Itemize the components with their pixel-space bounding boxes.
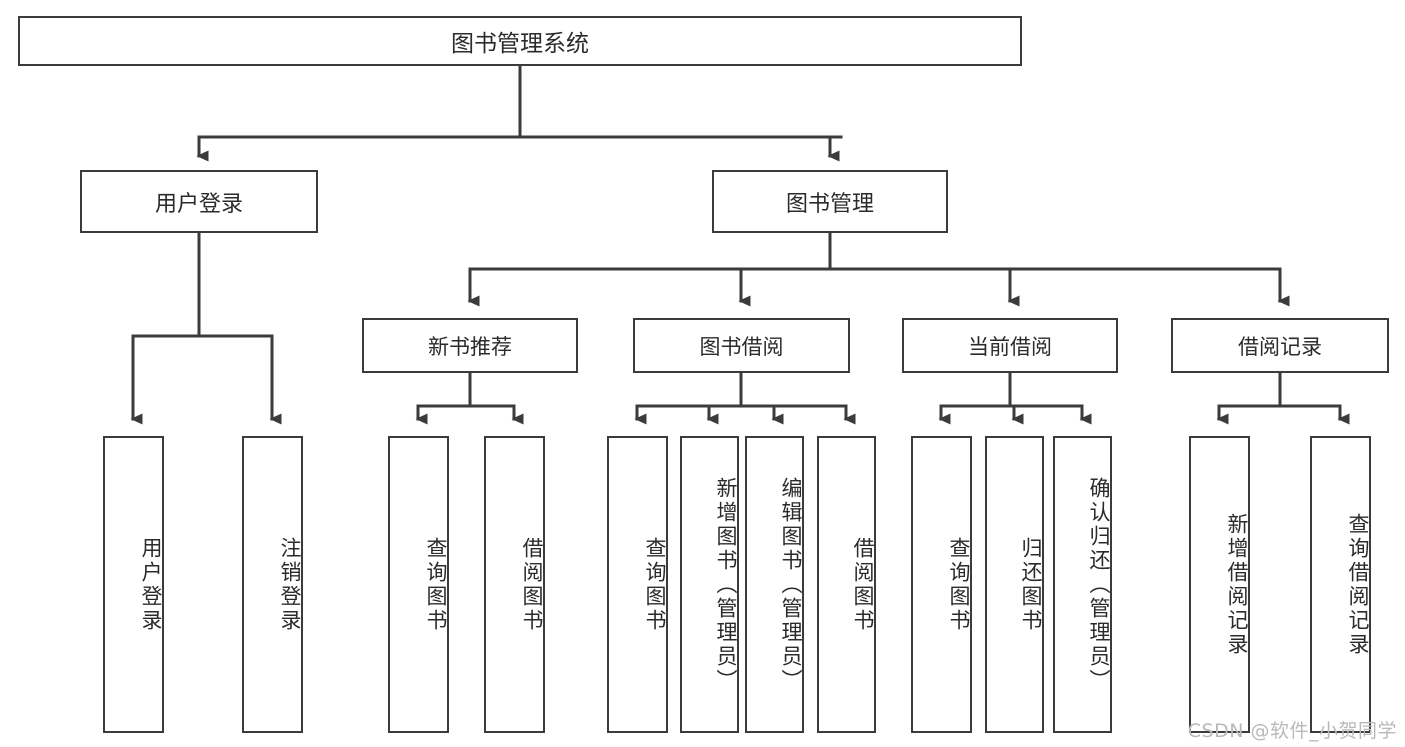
- node-user-login[interactable]: 用户登录: [80, 170, 318, 233]
- leaf-query-book-current-label: 查询图书: [947, 536, 971, 633]
- leaf-borrow-book[interactable]: 借阅图书: [817, 436, 876, 733]
- node-user-login-label: 用户登录: [154, 191, 243, 217]
- node-current-borrow[interactable]: 当前借阅: [902, 318, 1118, 373]
- leaf-add-borrow-record[interactable]: 新增借阅记录: [1189, 436, 1250, 733]
- leaf-edit-book-admin-label: 编辑图书（管理员）: [779, 476, 803, 693]
- leaf-edit-book-admin[interactable]: 编辑图书（管理员）: [745, 436, 804, 733]
- node-book-management[interactable]: 图书管理: [712, 170, 948, 233]
- leaf-logout-label: 注销登录: [278, 536, 302, 633]
- leaf-borrow-book-newbooks[interactable]: 借阅图书: [484, 436, 545, 733]
- leaf-return-book[interactable]: 归还图书: [985, 436, 1044, 733]
- node-current-borrow-label: 当前借阅: [968, 334, 1052, 359]
- node-book-management-label: 图书管理: [785, 191, 874, 217]
- leaf-query-borrow-record[interactable]: 查询借阅记录: [1310, 436, 1371, 733]
- node-book-borrow-label: 图书借阅: [699, 334, 784, 359]
- leaf-confirm-return-admin-label: 确认归还（管理员）: [1087, 476, 1111, 693]
- leaf-query-book-current[interactable]: 查询图书: [911, 436, 972, 733]
- node-borrow-records-label: 借阅记录: [1238, 334, 1322, 359]
- leaf-query-book-borrow[interactable]: 查询图书: [607, 436, 668, 733]
- leaf-borrow-book-newbooks-label: 借阅图书: [520, 536, 544, 633]
- leaf-user-login-label: 用户登录: [139, 536, 163, 633]
- leaf-query-book-borrow-label: 查询图书: [643, 536, 667, 633]
- node-root-label: 图书管理系统: [451, 31, 589, 57]
- node-root[interactable]: 图书管理系统: [18, 16, 1022, 66]
- leaf-query-book-newbooks[interactable]: 查询图书: [388, 436, 449, 733]
- leaf-add-book-admin-label: 新增图书（管理员）: [714, 476, 738, 693]
- leaf-borrow-book-label: 借阅图书: [851, 536, 875, 633]
- leaf-add-borrow-record-label: 新增借阅记录: [1225, 512, 1249, 657]
- leaf-logout[interactable]: 注销登录: [242, 436, 303, 733]
- node-book-borrow[interactable]: 图书借阅: [633, 318, 850, 373]
- node-borrow-records[interactable]: 借阅记录: [1171, 318, 1389, 373]
- leaf-query-book-newbooks-label: 查询图书: [424, 536, 448, 633]
- leaf-confirm-return-admin[interactable]: 确认归还（管理员）: [1053, 436, 1112, 733]
- node-new-book-recommend-label: 新书推荐: [428, 334, 512, 359]
- node-new-book-recommend[interactable]: 新书推荐: [362, 318, 578, 373]
- leaf-return-book-label: 归还图书: [1019, 536, 1043, 633]
- leaf-user-login[interactable]: 用户登录: [103, 436, 164, 733]
- leaf-add-book-admin[interactable]: 新增图书（管理员）: [680, 436, 739, 733]
- csdn-watermark: CSDN @软件_小贺同学: [1187, 720, 1397, 742]
- leaf-query-borrow-record-label: 查询借阅记录: [1346, 512, 1370, 657]
